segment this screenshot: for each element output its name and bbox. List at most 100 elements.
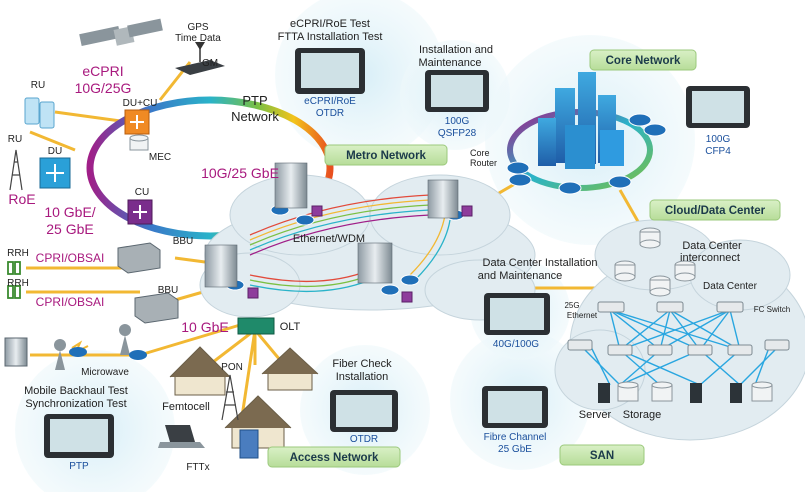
dc-install-2: and Maintenance [478,270,562,282]
roe-label: RoE [8,191,35,207]
du-box [39,157,71,189]
fttx-box-icon [239,429,259,459]
gm-device-icon [175,42,225,75]
rrh-label-2: RRH [7,278,29,289]
storage-label: Storage [623,409,662,421]
microwave-icons [4,324,147,370]
dc-interconnect-storage [614,227,696,297]
cloud-dc-label: Cloud/Data Center [665,205,766,217]
gm-label: GM [202,58,218,69]
ecpri-device-label-1: eCPRI/RoE [304,96,356,107]
ru-tower-icon [9,149,23,191]
ru-top-icon [24,97,55,129]
ptp-device-label: PTP [69,461,89,472]
qsfp-label-1: 100G [445,116,470,127]
cu-box [127,199,153,225]
bbu-label-1: BBU [173,236,194,247]
ptp-network-label-1: PTP [242,93,267,108]
otdr-device-label: OTDR [350,434,378,445]
core-city-icon [538,72,624,169]
mobile-backhaul-1: Mobile Backhaul Test [24,385,128,397]
pon-label: PON [221,362,243,373]
rrh-icons [7,261,21,299]
du-label: DU [48,146,62,157]
mec-label: MEC [149,152,171,163]
banner-access-network: Access Network [267,446,401,468]
dc-switches [567,301,790,356]
wdm-waves [249,194,451,293]
mobile-backhaul-2: Synchronization Test [25,398,126,410]
cu-label: CU [135,187,149,198]
qsfp-label-2: QSFP28 [438,128,477,139]
femtocell-label: Femtocell [162,401,210,413]
ru-top-label: RU [31,80,45,91]
test-device-ptp [44,414,114,458]
bbu-icons [117,242,179,324]
cpri-label-2: CPRI/OBSAI [36,295,105,309]
fttx-label: FTTx [186,462,209,473]
olt-icon [237,317,275,335]
ethernet-wdm-label: Ethernet/WDM [293,233,365,245]
ptp-ring [86,96,334,240]
ethernet-25g-2: Ethernet [567,311,598,320]
san-label: SAN [590,450,614,462]
ring-speed-label: 10G/25 GbE [201,165,279,181]
dc-interconnect-2: interconnect [680,252,740,264]
dc-interconnect-1: Data Center [682,240,742,252]
dc-device-label: 40G/100G [493,339,539,350]
banner-core-network: Core Network [589,49,697,71]
core-router-label-1: Core [470,148,490,158]
ecpri-device-label-2: OTDR [316,108,344,119]
fibre-channel-2: 25 GbE [498,444,532,455]
pon-tower-icon [221,374,239,421]
ecpri-label-1: eCPRI [82,63,123,79]
speed-left-1: 10 GbE/ [44,204,95,220]
fibre-channel-1: Fibre Channel [484,432,547,443]
gps-satellite-icon [79,18,163,47]
metro-network-label: Metro Network [346,150,426,162]
data-center-label: Data Center [703,281,758,292]
dc-servers [598,381,773,403]
dc-mesh [579,309,781,386]
rrh-label-1: RRH [7,248,29,259]
gbe-10-label: 10 GbE [181,319,228,335]
core-router-label-2: Router [470,158,497,168]
test-device-fibre-channel [482,386,548,428]
server-label: Server [579,409,612,421]
banner-san: SAN [559,444,645,466]
du-cu-label: DU+CU [123,98,158,109]
cpri-label-1: CPRI/OBSAI [36,251,105,265]
laptop-icon [158,425,205,448]
metro-buildings [204,162,459,288]
install-maint-title-2: Maintenance [419,57,482,69]
fiber-check-1: Fiber Check [332,358,392,370]
metro-switch-cubes [247,205,473,303]
olt-label: OLT [280,321,301,333]
gps-label-2: Time Data [175,33,221,44]
core-network-label: Core Network [606,55,681,67]
test-device-100g-qsfp28 [425,70,489,112]
ecpri-test-title-1: eCPRI/RoE Test [290,18,370,30]
ecpri-test-title-2: FTTA Installation Test [278,31,383,43]
cfp4-label-1: 100G [706,134,731,145]
speed-left-2: 25 GbE [46,221,93,237]
ptp-network-label-2: Network [231,109,279,124]
houses-icon [169,346,319,449]
test-device-40g-100g [484,293,550,335]
ru-left-label: RU [8,134,22,145]
test-device-ecpri [295,48,365,94]
dc-install-1: Data Center Installation [483,257,598,269]
bbu-label-2: BBU [158,285,179,296]
test-device-otdr [330,390,398,432]
banner-cloud-dc: Cloud/Data Center [649,199,781,221]
ecpri-label-2: 10G/25G [75,80,132,96]
du-cu-box [124,109,150,135]
install-maint-title-1: Installation and [419,44,493,56]
microwave-label: Microwave [81,367,129,378]
fiber-check-2: Installation [336,371,389,383]
test-device-100g-cfp4 [686,86,750,128]
banner-metro-network: Metro Network [324,144,448,166]
mec-server-icon [129,134,149,151]
access-network-label: Access Network [290,452,379,464]
gps-label-1: GPS [187,22,208,33]
